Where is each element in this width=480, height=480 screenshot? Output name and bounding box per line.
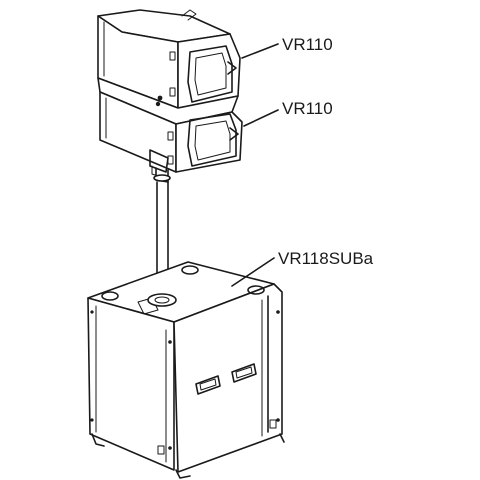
callout-leader-subwoofer xyxy=(231,257,275,287)
label-vr110-top: VR110 xyxy=(282,35,333,54)
callout-leader-top xyxy=(241,43,279,59)
label-vr118suba: VR118SUBa xyxy=(278,249,374,268)
vr118suba-subwoofer xyxy=(87,261,285,479)
label-vr110-middle: VR110 xyxy=(282,99,333,118)
callout-leader-middle xyxy=(243,109,279,127)
vr110-middle-speaker xyxy=(97,77,243,179)
